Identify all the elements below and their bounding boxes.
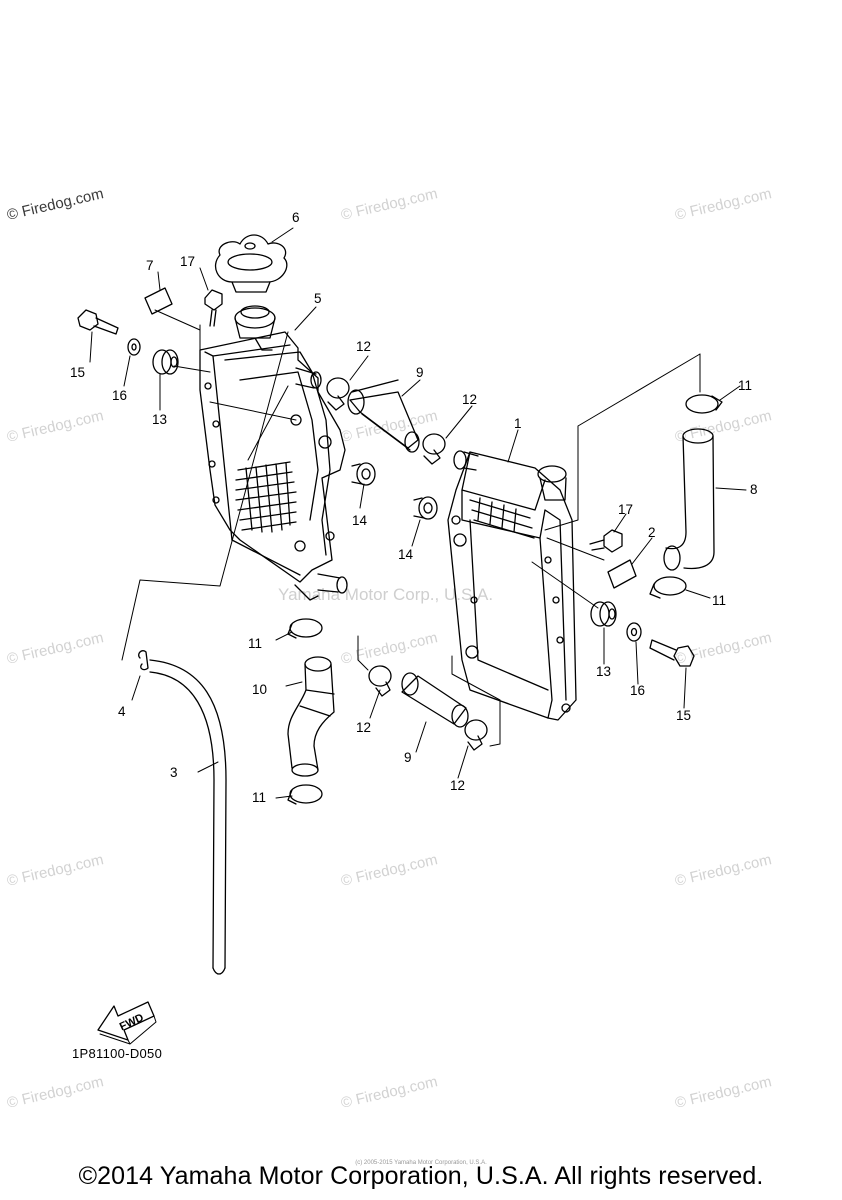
clamp-11-d <box>287 784 323 805</box>
callout-1: 1 <box>514 416 522 431</box>
washer-16-left <box>127 338 141 356</box>
callout-9: 9 <box>404 750 412 765</box>
copyright-notice: ©2014 Yamaha Motor Corporation, U.S.A. A… <box>78 1162 764 1190</box>
callout-4: 4 <box>118 704 126 719</box>
callout-17: 17 <box>180 254 195 269</box>
bolt-15-right <box>649 639 695 667</box>
callout-11: 11 <box>712 593 726 608</box>
hose-8 <box>663 428 715 571</box>
hose-10 <box>287 656 335 777</box>
callout-8: 8 <box>750 482 758 497</box>
callout-14: 14 <box>398 547 414 562</box>
collar-14-right <box>413 496 438 520</box>
callout-12: 12 <box>462 392 477 407</box>
callout-17: 17 <box>618 502 633 517</box>
hose-9-lower <box>401 672 469 728</box>
bolt-17-left <box>204 289 223 327</box>
diagram-code: 1P81100-D050 <box>72 1046 163 1061</box>
overflow-hose-3 <box>149 659 227 975</box>
callout-12: 12 <box>450 778 465 793</box>
callout-2: 2 <box>648 525 656 540</box>
washer-16-right <box>626 622 642 642</box>
callout-10: 10 <box>252 682 267 697</box>
clip-4 <box>138 650 149 671</box>
callout-14: 14 <box>352 513 368 528</box>
callout-11: 11 <box>252 790 266 805</box>
callout-6: 6 <box>292 210 300 225</box>
clamp-12-b <box>422 433 446 465</box>
collar-14-left <box>351 462 376 486</box>
part-2 <box>607 559 637 589</box>
center-watermark: Yamaha Motor Corp., U.S.A. <box>278 585 494 604</box>
radiator-cap-6 <box>215 234 288 293</box>
clamp-12-c <box>368 665 392 697</box>
callout-11: 11 <box>738 378 752 393</box>
callout-numbers: 6 7 17 5 15 16 13 12 9 12 1 11 8 14 14 1… <box>70 210 758 805</box>
callout-15: 15 <box>676 708 691 723</box>
callout-12: 12 <box>356 720 371 735</box>
callout-12: 12 <box>356 339 371 354</box>
callout-3: 3 <box>170 765 178 780</box>
callout-13: 13 <box>152 412 167 427</box>
left-radiator-5 <box>199 305 348 601</box>
grommet-13-left <box>152 349 179 375</box>
right-radiator-1 <box>447 450 577 721</box>
clamp-12-a <box>326 377 350 411</box>
callout-9: 9 <box>416 365 424 380</box>
callout-11: 11 <box>248 636 262 651</box>
bolt-17-right <box>589 529 623 553</box>
hose-9-upper <box>347 379 420 453</box>
fine-print: (c) 2005-2015 Yamaha Motor Corporation, … <box>355 1160 487 1166</box>
callout-5: 5 <box>314 291 322 306</box>
callout-16: 16 <box>112 388 127 403</box>
callout-15: 15 <box>70 365 85 380</box>
callout-16: 16 <box>630 683 645 698</box>
bolt-15-left <box>77 309 119 335</box>
fwd-arrow <box>97 1001 157 1045</box>
callout-7: 7 <box>146 258 154 273</box>
clamp-11-a <box>685 394 723 414</box>
clamp-12-d <box>464 719 488 751</box>
callout-13: 13 <box>596 664 611 679</box>
fwd-text: FWD <box>118 1012 146 1033</box>
part-7 <box>144 287 173 315</box>
clamp-11-c <box>287 618 323 639</box>
grommet-13-right <box>590 601 617 627</box>
clamp-11-b <box>649 576 687 599</box>
